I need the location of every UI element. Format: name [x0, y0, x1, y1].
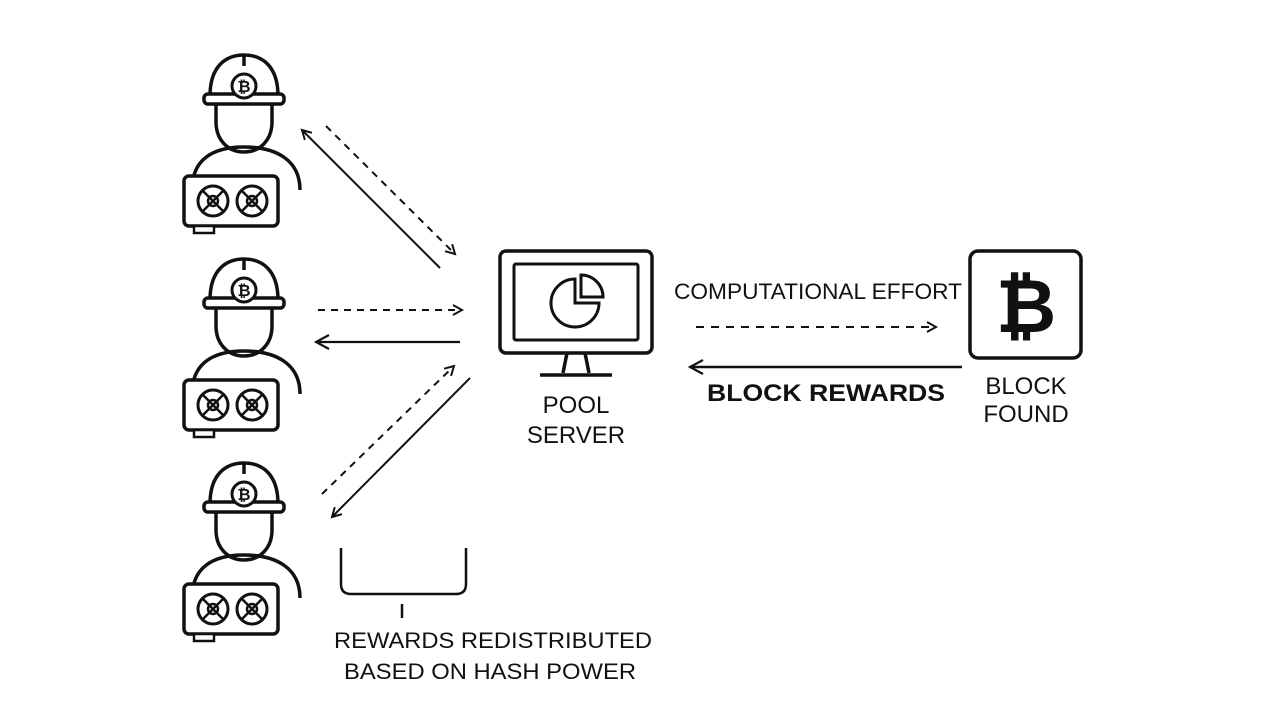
gpu-fan-icon — [235, 184, 269, 218]
gpu-fan-icon — [235, 388, 269, 422]
reward-return-arrow — [302, 130, 441, 269]
block-found-label-line2: FOUND — [983, 401, 1068, 428]
gpu-fan-icon — [196, 184, 230, 218]
redistribution-label-line1: REWARDS REDISTRIBUTED — [334, 628, 652, 653]
gpu-fan-icon — [235, 592, 269, 626]
block-found-label-line1: BLOCK — [985, 373, 1066, 400]
hash-submission-arrow — [325, 125, 455, 254]
computational-effort-label: COMPUTATIONAL EFFORT — [674, 279, 962, 304]
redistribution-bracket — [339, 548, 468, 596]
block-found: ₿ BLOCK FOUND — [968, 249, 1083, 428]
miner-3: ₿ — [182, 461, 302, 643]
bitcoin-symbol: ₿ — [996, 265, 1056, 348]
miner-3-connection — [321, 366, 471, 517]
miner-2-connection — [316, 310, 462, 342]
helmet-bitcoin-icon: ₿ — [237, 486, 250, 504]
miner-1-connection — [302, 125, 455, 269]
miner-1: ₿ — [182, 53, 302, 235]
miner-2: ₿ — [182, 257, 302, 439]
reward-return-arrow — [332, 377, 471, 517]
helmet-bitcoin-icon: ₿ — [237, 282, 250, 300]
pool-server: POOL SERVER — [498, 249, 654, 449]
monitor-pie-chart-icon — [498, 249, 654, 377]
pool-server-label-line2: SERVER — [527, 422, 625, 449]
miner-icon: ₿ — [182, 53, 302, 235]
redistribution-label-line2: BASED ON HASH POWER — [344, 659, 636, 684]
bitcoin-block-icon: ₿ — [968, 249, 1083, 360]
hash-submission-arrow — [321, 366, 454, 495]
redistribution-annotation: REWARDS REDISTRIBUTED BASED ON HASH POWE… — [334, 548, 652, 684]
gpu-fan-icon — [196, 388, 230, 422]
miner-icon: ₿ — [182, 461, 302, 643]
block-rewards-label: BLOCK REWARDS — [707, 380, 945, 407]
pool-server-label-line1: POOL — [543, 392, 610, 419]
miner-icon: ₿ — [182, 257, 302, 439]
helmet-bitcoin-icon: ₿ — [237, 78, 250, 96]
gpu-fan-icon — [196, 592, 230, 626]
